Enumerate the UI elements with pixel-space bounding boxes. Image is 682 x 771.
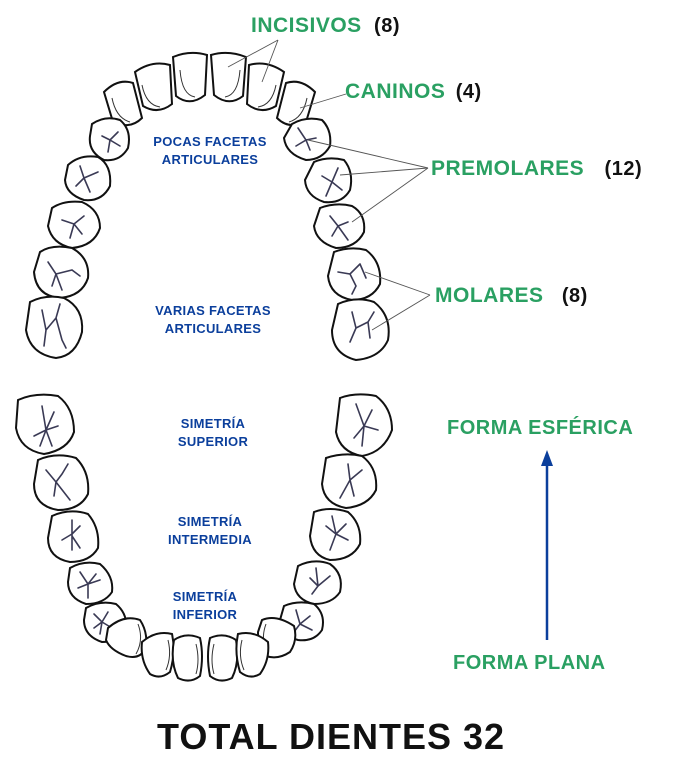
lower-molar <box>46 510 100 564</box>
upper-premolar <box>88 117 130 162</box>
pointer-molares-1 <box>364 271 431 296</box>
label-premolares: PREMOLARES (12) <box>431 157 642 181</box>
note-line: INFERIOR <box>172 607 238 622</box>
lower-molar <box>14 393 76 456</box>
note-line: SUPERIOR <box>177 434 249 449</box>
pointer-premolares-2 <box>339 167 429 176</box>
note-simetria-intermedia: SIMETRÍA INTERMEDIA <box>145 513 275 549</box>
upper-premolar <box>63 155 112 202</box>
label-forma-esferica: FORMA ESFÉRICA <box>447 417 634 439</box>
note-simetria-inferior: SIMETRÍA INFERIOR <box>140 588 270 624</box>
group-count: (8) <box>374 15 400 37</box>
upper-molar <box>32 245 90 300</box>
lower-arch <box>14 393 394 682</box>
label-forma-plana: FORMA PLANA <box>453 652 606 674</box>
note-line: POCAS FACETAS <box>153 134 267 149</box>
upper-molar <box>24 295 84 360</box>
group-count: (8) <box>561 285 588 307</box>
note-line: ARTICULARES <box>161 152 259 167</box>
pointer-lines <box>227 39 431 331</box>
upper-arch <box>24 51 390 362</box>
shape-scale-arrow <box>541 450 553 640</box>
lower-incisor <box>207 634 239 682</box>
arrow-head-icon <box>541 450 553 466</box>
pointer-premolares-3 <box>351 167 429 223</box>
note-pocas-facetas: POCAS FACETAS ARTICULARES <box>140 133 280 169</box>
lower-premolar <box>66 561 114 606</box>
group-name: PREMOLARES <box>431 157 585 180</box>
lower-incisor <box>140 632 175 678</box>
pointer-caninos <box>299 93 347 109</box>
upper-premolar <box>46 200 102 250</box>
label-incisivos: INCISIVOS (8) <box>251 14 400 38</box>
note-line: ARTICULARES <box>164 321 262 336</box>
pointer-molares-2 <box>371 294 431 331</box>
upper-molar <box>330 298 390 362</box>
lower-premolar <box>292 560 342 606</box>
pointer-incisivos-2 <box>261 39 279 83</box>
group-count: (4) <box>455 81 482 103</box>
note-line: INTERMEDIA <box>168 532 252 547</box>
upper-canine <box>102 80 144 127</box>
note-line: SIMETRÍA <box>177 514 243 529</box>
upper-incisor <box>209 51 248 103</box>
group-count: (12) <box>604 158 643 180</box>
note-varias-facetas: VARIAS FACETAS ARTICULARES <box>140 302 286 338</box>
upper-incisor <box>245 62 286 111</box>
note-line: SIMETRÍA <box>172 589 238 604</box>
upper-incisor <box>133 62 174 111</box>
note-line: SIMETRÍA <box>180 416 246 431</box>
lower-incisor <box>235 632 270 678</box>
pointer-premolares-1 <box>307 139 429 169</box>
group-name: CANINOS <box>345 80 446 103</box>
upper-premolar <box>312 203 366 250</box>
pointer-incisivos-1 <box>227 39 279 68</box>
label-molares: MOLARES (8) <box>435 284 588 308</box>
lower-molar <box>308 508 362 562</box>
upper-molar <box>326 247 382 302</box>
group-name: INCISIVOS <box>251 14 362 37</box>
upper-incisor <box>171 51 209 103</box>
note-line: VARIAS FACETAS <box>155 303 271 318</box>
lower-molar <box>334 393 394 458</box>
lower-incisor <box>171 634 203 682</box>
upper-premolar <box>303 157 353 204</box>
note-simetria-superior: SIMETRÍA SUPERIOR <box>148 415 278 451</box>
label-caninos: CANINOS (4) <box>345 80 482 104</box>
group-name: MOLARES <box>435 284 544 307</box>
lower-canine <box>104 617 148 658</box>
upper-premolar <box>282 117 332 162</box>
total-title: TOTAL DIENTES 32 <box>157 716 506 757</box>
lower-molar <box>32 454 90 512</box>
lower-molar <box>320 453 378 510</box>
